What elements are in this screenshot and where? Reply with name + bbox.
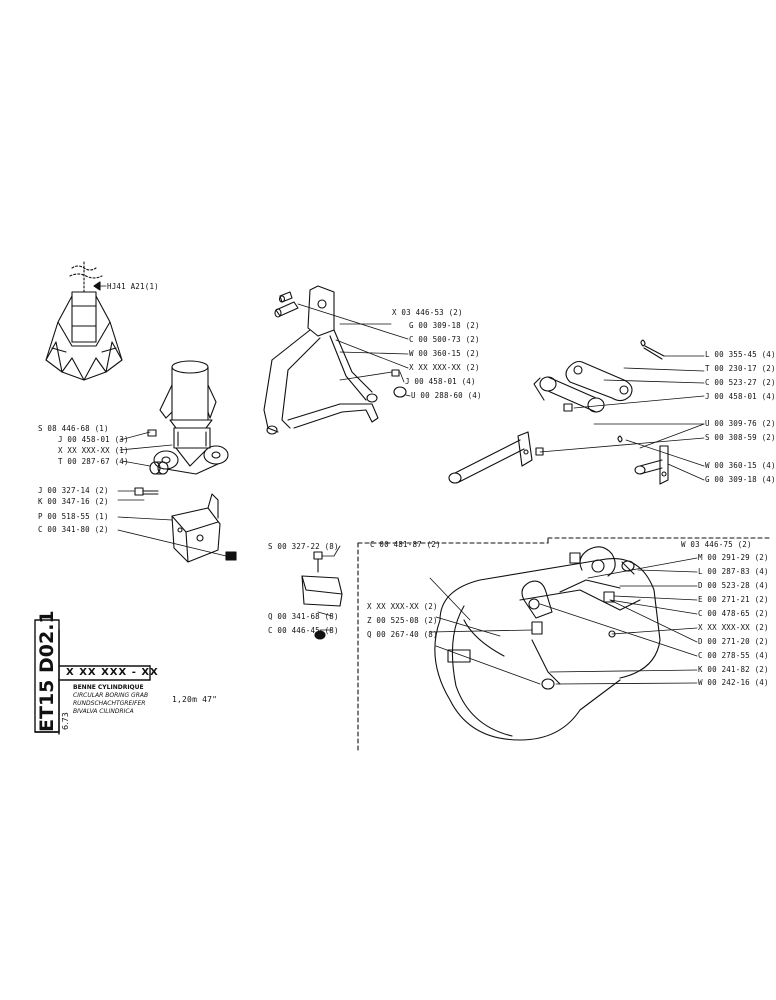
shoe-plate-icon: [171, 493, 221, 563]
label-bucket-right-4: C 00 478-65 (2): [698, 609, 769, 618]
label-bucket-box: C 00 481-87 (2): [370, 540, 441, 549]
label-arm-6: U 00 288-60 (4): [411, 391, 482, 400]
bolt-icon: [134, 487, 159, 496]
label-cyl-3: T 00 287-67 (4): [58, 457, 129, 466]
label-arm-2: C 00 500-73 (2): [409, 335, 480, 344]
label-pin-small-1: G 00 309-18 (4): [705, 475, 776, 484]
size-label: 1,20m 47": [172, 695, 218, 704]
arm-hardware-icon: [391, 369, 407, 398]
label-link-1: T 00 230-17 (2): [705, 364, 776, 373]
label-shoe-1: K 00 347-16 (2): [38, 497, 109, 506]
label-bucket-right-8: K 00 241-82 (2): [698, 665, 769, 674]
bucket-region-border: [357, 537, 773, 751]
label-arm-0: X 03 446-53 (2): [392, 308, 463, 317]
small-pin-icon: [617, 435, 669, 485]
label-block-1: Q 00 341-68 (8): [268, 612, 339, 621]
long-pin-icon: [448, 431, 544, 484]
bucket-shell-icon: [434, 546, 661, 741]
label-cyl-0: S 08 446-68 (1): [38, 424, 109, 433]
label-bucket-right-9: W 00 242-16 (4): [698, 678, 769, 687]
label-arm-4: X XX XXX-XX (2): [409, 363, 480, 372]
link-roller-icon: [533, 376, 605, 413]
label-pin-0: U 00 309-76 (2): [705, 419, 776, 428]
label-link-3: J 00 458-01 (4): [705, 392, 776, 401]
label-shoe-0: J 00 327-14 (2): [38, 486, 109, 495]
label-arm-3: W 00 360-15 (2): [409, 349, 480, 358]
part-number-title: X XX XXX - XX: [66, 667, 159, 678]
label-block-0: S 00 327-22 (8): [268, 542, 339, 551]
label-bucket-right-6: D 00 271-20 (2): [698, 637, 769, 646]
label-bucket-right-0: M 00 291-29 (2): [698, 553, 769, 562]
bushing-icon: [149, 461, 169, 475]
label-arm-1: G 00 309-18 (2): [409, 321, 480, 330]
label-arm-5: J 00 458-01 (4): [405, 377, 476, 386]
label-block-2: C 00 446-45 (8): [268, 626, 339, 635]
wear-block-icon: [301, 551, 343, 640]
label-bucket-left-1: Z 00 525-08 (2): [367, 616, 438, 625]
label-link-0: L 00 355-45 (4): [705, 350, 776, 359]
label-bucket-left-2: Q 00 267-40 (8): [367, 630, 438, 639]
label-bucket-left-0: X XX XXX-XX (2): [367, 602, 438, 611]
nut-icon: [225, 551, 237, 561]
label-cyl-2: X XX XXX-XX (1): [58, 446, 129, 455]
grab-overview-icon: [45, 261, 123, 381]
label-bucket-top: W 03 446-75 (2): [681, 540, 752, 549]
label-bucket-right-2: D 00 523-28 (4): [698, 581, 769, 590]
description-fr: BENNE CYLINDRIQUE: [73, 684, 144, 691]
description-en: CIRCULAR BORING GRAB: [73, 692, 149, 699]
document-code: ET15 D02.1: [36, 610, 58, 732]
cylinder-body-icon: [147, 360, 229, 475]
label-bucket-right-1: L 00 287-83 (4): [698, 567, 769, 576]
link-nut-icon: [563, 403, 573, 412]
label-pin-1: S 00 308-59 (2): [705, 433, 776, 442]
cotter-pin-icon: [640, 339, 665, 360]
label-shoe-2: P 00 518-55 (1): [38, 512, 109, 521]
label-pin-small-0: W 00 360-15 (4): [705, 461, 776, 470]
label-bucket-right-5: X XX XXX-XX (2): [698, 623, 769, 632]
label-grab-top: HJ41 A21(1): [107, 282, 159, 291]
label-bucket-right-7: C 00 278-55 (4): [698, 651, 769, 660]
description-de: RUNDSCHACHTGREIFER: [73, 700, 146, 707]
label-bucket-right-3: E 00 271-21 (2): [698, 595, 769, 604]
label-shoe-3: C 00 341-80 (2): [38, 525, 109, 534]
link-plate-icon: [565, 360, 633, 402]
arm-pin-icon: [274, 291, 299, 318]
lever-arm-icon: [263, 285, 379, 435]
leader-lines: [99, 285, 705, 685]
title-block-frame: [34, 619, 151, 735]
arrow-marker-icon: [93, 281, 101, 291]
description-it: BIVALVA CILINDRICA: [73, 708, 134, 715]
label-cyl-1: J 00 458-01 (3): [58, 435, 129, 444]
document-date: 6.73: [61, 712, 70, 730]
label-link-2: C 00 523-27 (2): [705, 378, 776, 387]
